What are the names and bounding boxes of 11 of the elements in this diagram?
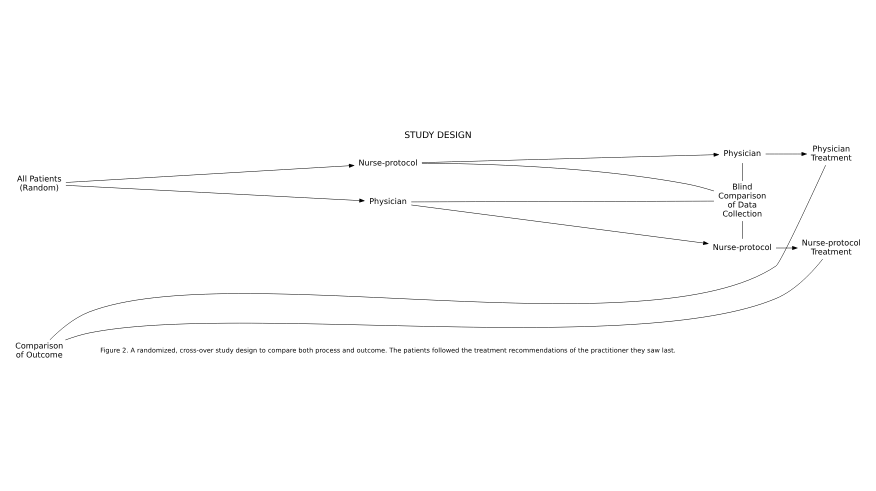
- arrow: [422, 152, 720, 163]
- arrow: [765, 152, 807, 156]
- arrow: [66, 185, 365, 203]
- connector: [50, 164, 826, 340]
- arrow: [411, 204, 709, 245]
- arrow: [776, 246, 798, 250]
- connector: [65, 258, 823, 340]
- connector: [422, 163, 714, 192]
- arrow: [66, 164, 354, 183]
- connector: [411, 200, 714, 202]
- diagram-title: STUDY DESIGN: [404, 131, 472, 142]
